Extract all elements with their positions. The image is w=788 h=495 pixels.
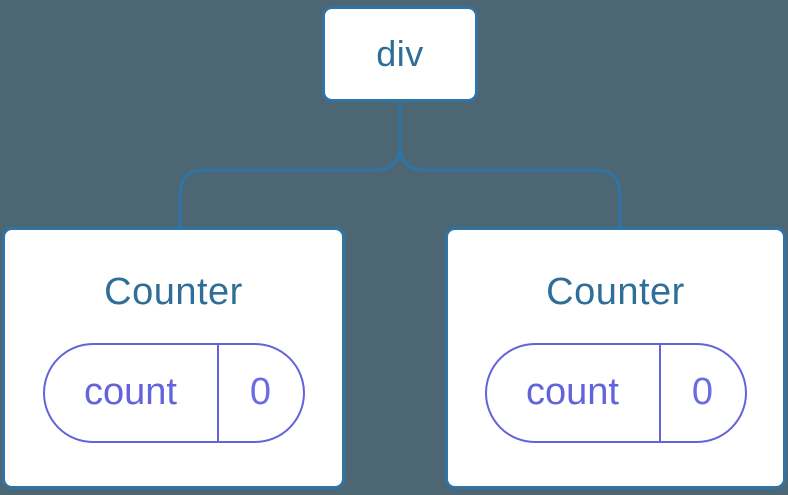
- state-key: count: [526, 371, 619, 414]
- counter-node-right: Counter count 0: [445, 227, 786, 489]
- state-value: 0: [658, 344, 745, 441]
- root-node-label: div: [376, 33, 424, 74]
- component-title: Counter: [104, 271, 243, 313]
- state-pill: count 0: [42, 342, 305, 443]
- state-value: 0: [216, 344, 303, 441]
- counter-node-left: Counter count 0: [2, 227, 345, 489]
- state-key: count: [84, 371, 177, 414]
- state-pill: count 0: [484, 342, 747, 443]
- root-node-div: div: [322, 6, 478, 102]
- component-title: Counter: [546, 271, 685, 313]
